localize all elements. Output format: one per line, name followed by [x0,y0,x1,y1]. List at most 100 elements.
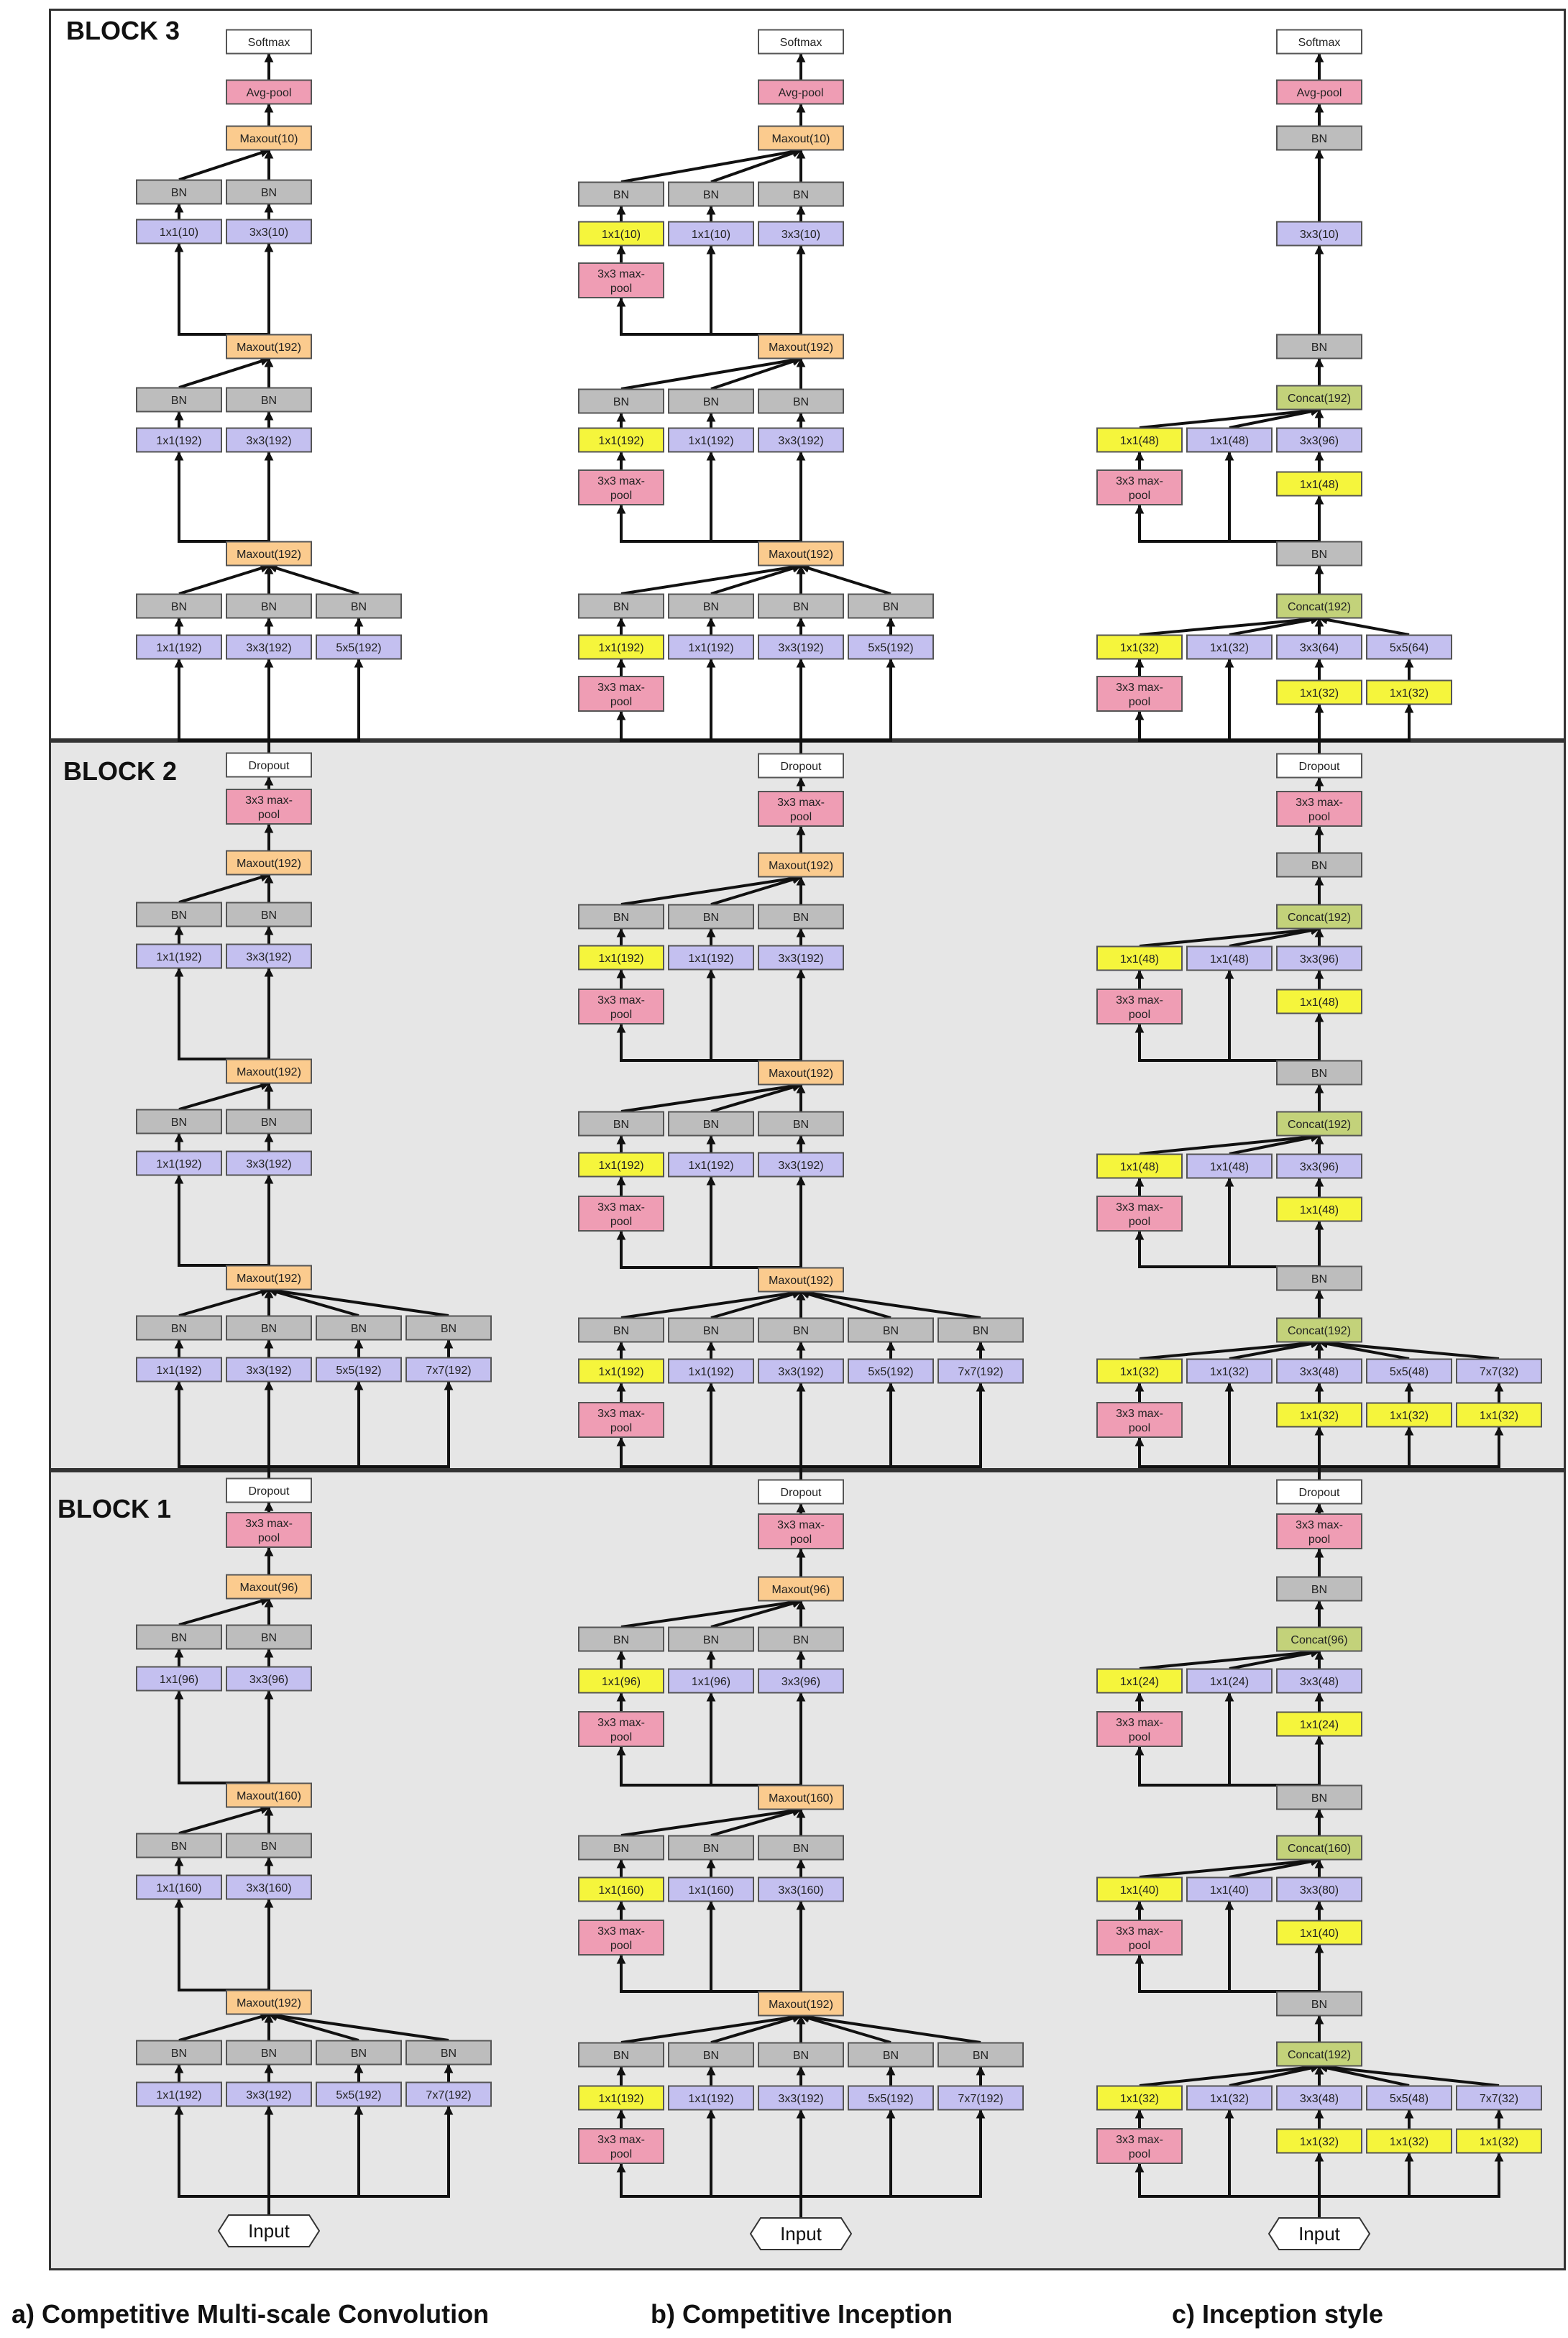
connector-arrow [269,2105,454,2198]
connector-arrow [1229,1648,1321,1670]
concat-cc96-label: Concat(96) [1290,1634,1347,1646]
conv-c5_192-label: 5x5(192) [868,642,913,654]
bn-node-label: BN [171,395,187,407]
maxout-mo192: Maxout(192) [758,852,844,878]
conv-c3_48: 3x3(48) [1276,2085,1362,2111]
conv-c1_48-label: 1x1(48) [1120,1161,1159,1173]
conv-c1_192-rect [578,1358,664,1384]
bn-node: BN [758,388,844,414]
conv-c3_192: 3x3(192) [758,1358,844,1384]
maxpool-node-rect [578,1920,664,1956]
connector-arrow [178,1288,270,1317]
connector-arrow [178,2012,270,2042]
maxpool-node: 3x3 max-pool [578,262,664,298]
maxout-mo192-label: Maxout(192) [769,549,833,561]
conv-c3_192-label: 3x3(192) [246,2089,291,2101]
bn-node-rect [668,904,754,930]
conv-c7_32-rect [1456,2085,1542,2111]
bn-node-label: BN [171,1323,187,1335]
maxpool-node-rect [1096,1711,1183,1747]
conv-c5_64: 5x5(64) [1366,634,1452,660]
connector-arrow [620,874,802,906]
conv-c1_24-rect [1096,1668,1183,1694]
conv-c1_192-label: 1x1(192) [598,435,643,447]
maxpool-node-label: 3x3 max- [777,1519,825,1531]
conv-c1_192-rect [136,1150,222,1176]
softmax-node-rect [758,29,844,55]
maxpool-node: 3x3 max-pool [1096,676,1183,712]
maxpool-node-label: 3x3 max- [245,794,293,807]
conv-c3_192-rect [758,1358,844,1384]
conv-c3_160-rect [226,1874,312,1900]
maxpool-node-label: pool [610,1216,632,1228]
concat-cc192-label: Concat(192) [1288,1119,1351,1131]
conv-c1_10: 1x1(10) [668,221,754,247]
bn-node-label: BN [261,2048,277,2060]
bn-node-rect [578,2042,664,2068]
conv-c1_24-label: 1x1(24) [1300,1719,1339,1731]
conv-c1_32: 1x1(32) [1186,634,1273,660]
bn-node-rect [578,593,664,619]
maxout-mo160-rect [758,1784,844,1810]
bn-node-rect [226,179,312,205]
bn-node-rect [668,181,754,207]
conv-c3_192: 3x3(192) [758,634,844,660]
conv-c3_192-rect [226,943,312,969]
conv-c3_96b-label: 3x3(96) [1300,1161,1339,1173]
bn-node-label: BN [261,395,277,407]
bn-node-rect [578,1111,664,1137]
bn-node: BN [578,904,664,930]
bn-node: BN [405,2040,492,2066]
connector-arrow [174,1898,269,1991]
connector-arrow [1139,925,1321,948]
conv-c7_192-rect [405,1357,492,1383]
conv-c1_32-label: 1x1(32) [1210,1366,1249,1378]
connector-arrow [1224,1900,1319,1993]
conv-c1_32: 1x1(32) [1186,2085,1273,2111]
bn-node: BN [668,593,754,619]
conv-c1_192: 1x1(192) [668,1152,754,1178]
conv-c1_192: 1x1(192) [136,943,222,969]
conv-c5_192-label: 5x5(192) [868,1366,913,1378]
dropout-node-rect [1276,753,1362,779]
maxpool-node: 3x3 max-pool [578,676,664,712]
conv-c5_192-label: 5x5(192) [336,1365,381,1377]
bn-node-label: BN [973,2050,989,2062]
bn-node-rect [668,2042,754,2068]
conv-c1_48: 1x1(48) [1096,945,1183,971]
conv-c3_160-rect [758,1876,844,1902]
connector-arrow [620,1597,802,1628]
bn-node-label: BN [793,1634,809,1646]
bn-node-rect [937,1317,1024,1343]
concat-cc192-rect [1276,385,1362,411]
input-label: Input [248,2220,290,2242]
bn-node-label: BN [793,1119,809,1131]
maxpool-node-label: 3x3 max- [597,994,645,1007]
conv-c1_24-rect [1276,1711,1362,1737]
concat-cc192-rect [1276,1111,1362,1137]
maxpool-node-label: 3x3 max- [597,1201,645,1214]
conv-c1_192-rect [668,634,754,660]
maxpool-node-rect [578,676,664,712]
maxpool-node-rect [1096,2128,1183,2164]
conv-c1_32-rect [1366,1402,1452,1428]
conv-c5_192-rect [848,1358,934,1384]
bn-node: BN [1276,541,1362,567]
conv-c1_32-label: 1x1(32) [1120,2093,1159,2105]
conv-c1_160-rect [668,1876,754,1902]
maxpool-node-label: pool [1129,1216,1150,1228]
concat-cc192-label: Concat(192) [1288,2049,1351,2061]
conv-c1_192-label: 1x1(192) [598,2093,643,2105]
connector-arrow [706,1692,801,1787]
maxpool-node-rect [578,1196,664,1232]
connector-arrow [801,1382,896,1468]
conv-c1_24-label: 1x1(24) [1120,1676,1159,1688]
connector-arrow [174,2105,269,2198]
conv-c3_48-label: 3x3(48) [1300,1366,1339,1378]
conv-c1_32: 1x1(32) [1276,679,1362,705]
maxpool-node: 3x3 max-pool [758,1513,844,1549]
conv-c3_160-label: 3x3(160) [778,1884,823,1897]
connector-arrow [267,1286,449,1317]
maxout-mo192: Maxout(192) [758,541,844,567]
conv-c1_192: 1x1(192) [578,945,664,971]
